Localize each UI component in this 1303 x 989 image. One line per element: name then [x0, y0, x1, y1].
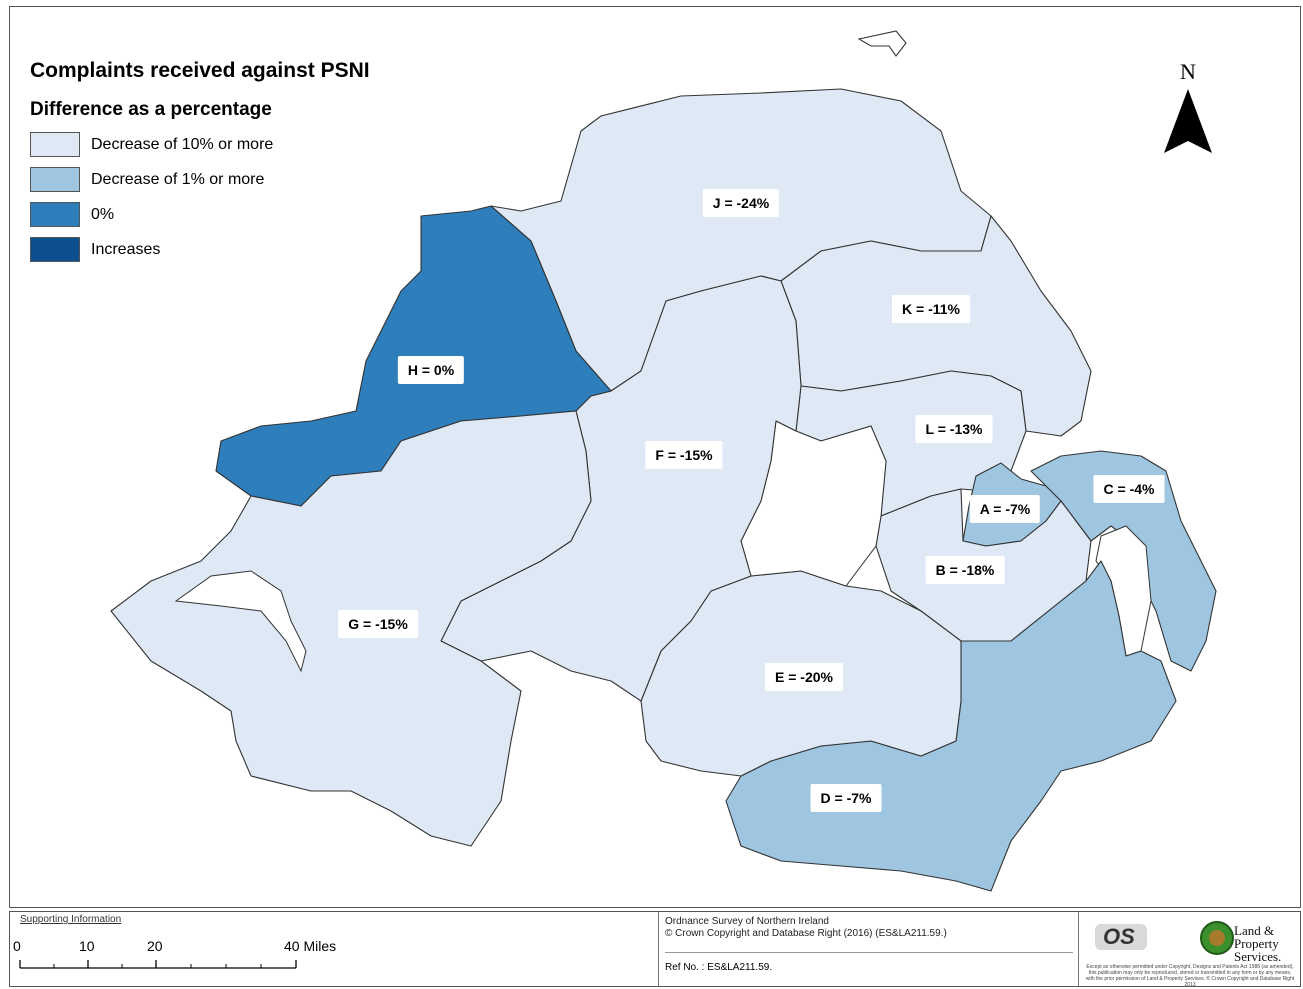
- north-label: N: [1180, 59, 1196, 84]
- lps-line: Land &: [1234, 923, 1275, 938]
- north-arrow: N: [1162, 59, 1214, 162]
- logo-section: OS Land & Property Services. Except as o…: [1078, 912, 1301, 988]
- lps-logo-icon: [1200, 921, 1234, 955]
- region-label-l: L = -13%: [915, 415, 993, 443]
- legend-label: 0%: [91, 205, 115, 223]
- region-label-b: B = -18%: [925, 556, 1005, 584]
- map-frame: Complaints received against PSNI Differe…: [9, 6, 1301, 908]
- copyright-text: © Crown Copyright and Database Right (20…: [665, 928, 947, 939]
- supporting-info-link[interactable]: Supporting Information: [20, 914, 122, 925]
- legend-item: Decrease of 10% or more: [30, 127, 370, 162]
- legend-subtitle: Difference as a percentage: [30, 99, 272, 120]
- lough-erne: [174, 570, 307, 673]
- reference-number: Ref No. : ES&LA211.59.: [665, 962, 773, 973]
- map-footer: Supporting Information 0 10 20 40 Miles …: [9, 911, 1301, 988]
- legend-swatch: [30, 132, 80, 157]
- region-label-f: F = -15%: [645, 441, 723, 469]
- region-label-g: G = -15%: [338, 610, 418, 638]
- region-label-k: K = -11%: [892, 295, 970, 323]
- legend-label: Increases: [91, 240, 161, 258]
- os-logo: OS: [1093, 920, 1153, 956]
- legend-item: 0%: [30, 197, 370, 232]
- legend-label: Decrease of 1% or more: [91, 170, 265, 188]
- lps-line: Services.: [1234, 949, 1282, 964]
- rathlin-island: [857, 30, 907, 57]
- scale-label: 40 Miles: [284, 938, 337, 954]
- legend-swatch: [30, 237, 80, 262]
- lps-line: Property: [1234, 936, 1279, 951]
- scale-bar: [19, 960, 297, 969]
- legend-swatch: [30, 167, 80, 192]
- region-label-a: A = -7%: [969, 495, 1041, 523]
- scale-label: 0: [13, 938, 21, 954]
- os-logo-text: OS: [1103, 924, 1135, 949]
- legend-swatch: [30, 202, 80, 227]
- legend-label: Decrease of 10% or more: [91, 135, 274, 153]
- os-logo-icon: [1095, 924, 1147, 950]
- map-title: Complaints received against PSNI: [30, 59, 370, 82]
- copyright-block: Ordnance Survey of Northern Ireland © Cr…: [665, 916, 1073, 953]
- region-label-j: J = -24%: [702, 189, 780, 217]
- disclaimer-text: Except as otherwise permitted under Copy…: [1085, 964, 1295, 988]
- legend-item: Increases: [30, 232, 370, 267]
- region-label-c: C = -4%: [1093, 475, 1165, 503]
- copyright-section: Ordnance Survey of Northern Ireland © Cr…: [658, 912, 1079, 986]
- region-label-d: D = -7%: [810, 784, 882, 812]
- region-label-e: E = -20%: [765, 663, 843, 691]
- region-label-h: H = 0%: [397, 356, 465, 384]
- map-legend: Complaints received against PSNI Differe…: [30, 59, 370, 267]
- scale-section: Supporting Information 0 10 20 40 Miles: [10, 912, 658, 986]
- north-arrow-icon: [1164, 89, 1212, 153]
- os-credit: Ordnance Survey of Northern Ireland: [665, 916, 829, 927]
- scale-label: 20: [147, 938, 163, 954]
- map-canvas: [110, 30, 1217, 892]
- legend-item: Decrease of 1% or more: [30, 162, 370, 197]
- scale-label: 10: [79, 938, 95, 954]
- lps-logo-text: Land & Property Services.: [1234, 924, 1281, 963]
